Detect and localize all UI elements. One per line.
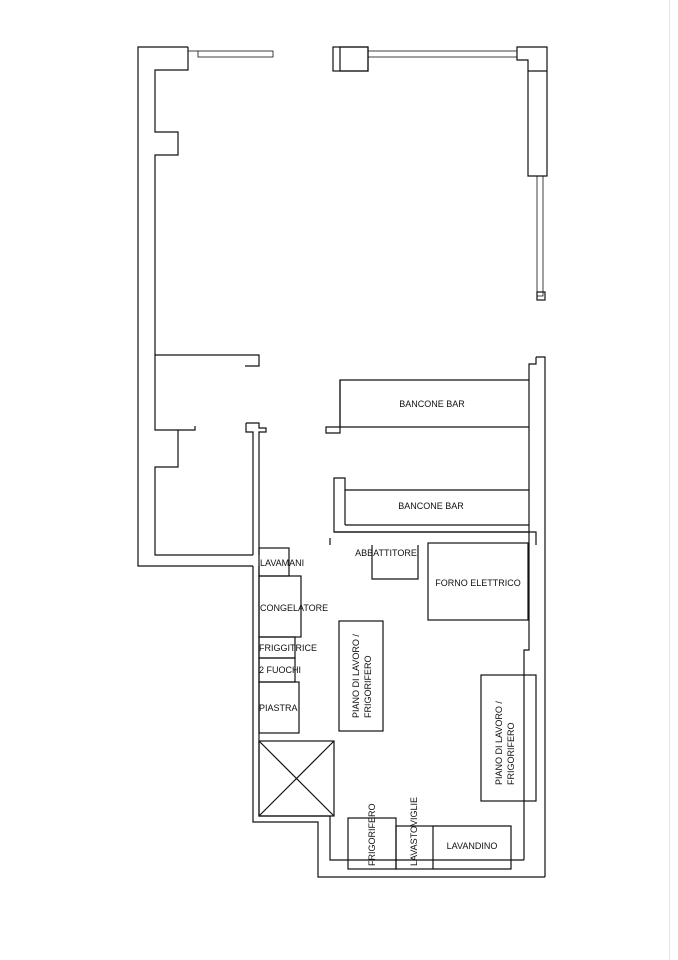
forno-elettrico: FORNO ELETTRICO <box>427 542 529 621</box>
piastra-box <box>258 681 300 734</box>
bottom-outer-wall <box>252 566 545 878</box>
pillar-top-right <box>516 46 548 72</box>
pillar-top-center-inner <box>339 46 369 72</box>
abbattitore-label: ABBATTITORE <box>355 548 417 558</box>
lavandino-label: LAVANDINO <box>447 841 498 851</box>
congelatore-label: CONGELATORE <box>260 603 328 613</box>
piano-di-lavoro-1-box <box>338 620 384 732</box>
lavamani-label: LAVAMANI <box>260 558 304 568</box>
forno-elettrico-box <box>427 542 529 621</box>
piano-di-lavoro-2: PIANO DI LAVORO / FRIGORIFERO <box>480 674 537 802</box>
left-inner-wall <box>154 47 260 367</box>
partition-stub-left <box>178 426 196 431</box>
left-outer-wall <box>137 46 253 567</box>
piano-di-lavoro-2-box <box>480 674 537 802</box>
lift-shaft-diag-2 <box>258 740 335 817</box>
abbattitore: ABBATTITORE <box>355 545 419 580</box>
lavastoviglie-box <box>395 825 434 870</box>
piano-di-lavoro-1-label: PIANO DI LAVORO / <box>351 634 361 718</box>
kitchen-partition <box>334 531 537 545</box>
right-window-sash <box>536 175 544 297</box>
scan-edge <box>669 0 670 960</box>
lift-shaft <box>258 740 335 817</box>
lift-shaft-box <box>258 740 335 817</box>
piano-di-lavoro-1-label-2: FRIGORIFERO <box>363 656 373 719</box>
top-window-right <box>367 50 518 58</box>
lavandino-box <box>433 825 512 870</box>
right-wall-upper <box>527 71 548 177</box>
forno-elettrico-label: FORNO ELETTRICO <box>435 578 521 588</box>
abbattitore-box <box>371 545 419 580</box>
piano-di-lavoro-1: PIANO DI LAVORO / FRIGORIFERO <box>338 620 384 732</box>
door-jamb-left-b <box>245 423 254 555</box>
door-jamb-left <box>246 422 267 555</box>
top-window-left <box>197 50 274 58</box>
right-inner-wall <box>523 357 537 860</box>
right-window-bottom <box>536 291 546 301</box>
right-walls-lower <box>252 356 546 878</box>
lavastoviglie-label: LAVASTOVIGLIE <box>409 797 419 866</box>
equipment-column: LAVAMANI CONGELATORE FRIGGITRICE 2 FUOCH… <box>258 547 328 734</box>
bancone-bar-2-label: BANCONE BAR <box>398 501 464 511</box>
bancone-bar-2: BANCONE BAR <box>333 477 529 533</box>
bottom-appliances: FRIGORIFERO LAVASTOVIGLIE LAVANDINO <box>347 797 512 870</box>
due-fuochi-label: 2 FUOCHI <box>259 665 301 675</box>
bancone-bar-1: BANCONE BAR <box>339 379 529 428</box>
doorway <box>245 422 341 555</box>
friggitrice-label: FRIGGITRICE <box>259 643 317 653</box>
outer-walls <box>137 46 548 567</box>
piastra-label: PIASTRA <box>259 703 298 713</box>
pillar-top-center <box>332 46 369 72</box>
frigorifero-label: FRIGORIFERO <box>367 804 377 867</box>
piano-di-lavoro-2-label: PIANO DI LAVORO / <box>494 701 504 785</box>
bancone-bar-1-label: BANCONE BAR <box>399 399 465 409</box>
left-inner-wall-lower <box>154 355 253 556</box>
right-outer-wall <box>536 356 546 877</box>
piano-di-lavoro-2-label-2: FRIGORIFERO <box>506 723 516 786</box>
door-jamb-right <box>325 426 341 434</box>
